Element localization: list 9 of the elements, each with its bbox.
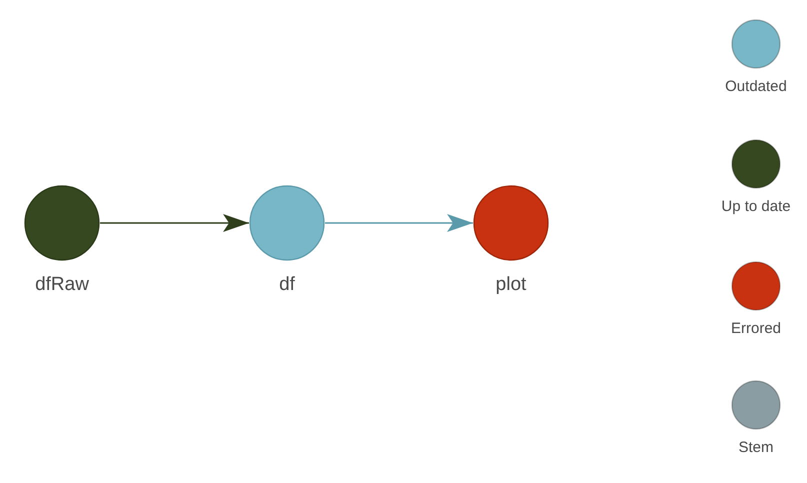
legend-label: Stem — [738, 439, 774, 457]
node-label: df — [279, 274, 295, 296]
arrow — [100, 214, 249, 232]
node-label: dfRaw — [35, 274, 89, 296]
legend-label: Outdated — [725, 78, 787, 96]
legend-label: Errored — [730, 320, 782, 338]
arrow — [325, 214, 473, 232]
legend-label: Up to date — [721, 198, 791, 216]
node-label: plot — [496, 274, 526, 296]
